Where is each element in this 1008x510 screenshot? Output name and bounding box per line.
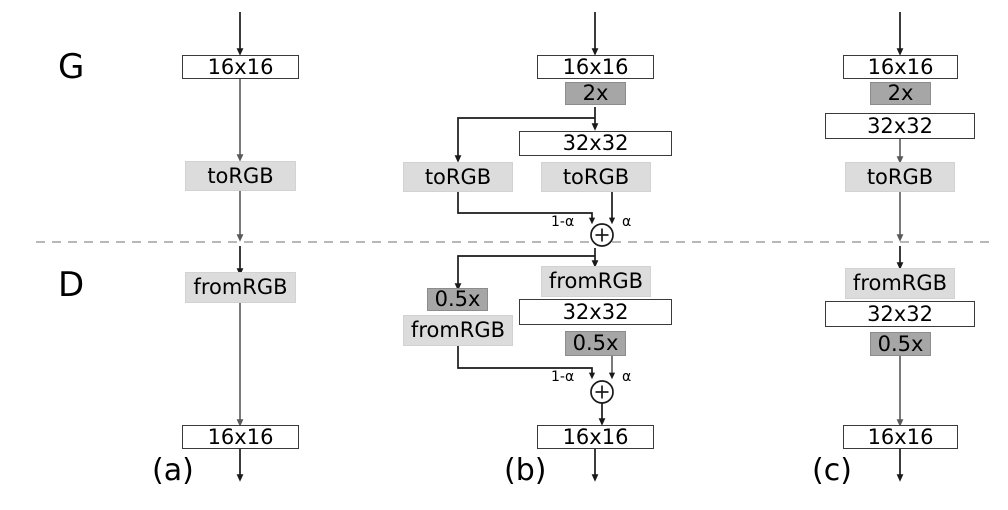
section-label-generator: G	[58, 47, 85, 87]
node-a-d-fromrgb[interactable]: fromRGB	[185, 272, 296, 303]
node-c-g-16x16[interactable]: 16x16	[843, 55, 958, 79]
node-a-d-16x16[interactable]: 16x16	[182, 425, 299, 449]
arrow-b-d-left-fromrgb-to-blend	[457, 346, 596, 380]
section-label-discriminator: D	[58, 265, 85, 305]
node-c-g-2x[interactable]: 2x	[870, 82, 931, 105]
panel-b-connectors	[454, 12, 616, 482]
node-a-g-torgb[interactable]: toRGB	[185, 161, 296, 191]
node-b-g-32x32[interactable]: 32x32	[519, 131, 672, 156]
caption-a: (a)	[152, 453, 194, 488]
arrow-b-branch-to-left-torgb	[454, 117, 595, 163]
caption-b: (b)	[504, 453, 547, 488]
node-c-d-fromrgb[interactable]: fromRGB	[845, 268, 955, 299]
node-b-d-05x-right[interactable]: 0.5x	[565, 331, 626, 356]
blend-weight-left-discriminator: 1-α	[551, 369, 575, 385]
node-c-d-32x32[interactable]: 32x32	[825, 301, 975, 327]
arrow-b-left-torgb-to-blend	[457, 192, 596, 225]
node-c-d-05x[interactable]: 0.5x	[870, 332, 931, 356]
caption-c: (c)	[812, 453, 852, 488]
node-c-g-torgb[interactable]: toRGB	[845, 162, 955, 192]
node-b-d-16x16[interactable]: 16x16	[537, 425, 654, 449]
node-c-d-16x16[interactable]: 16x16	[843, 425, 958, 449]
node-b-g-torgb-left[interactable]: toRGB	[403, 162, 513, 192]
blend-weight-right-generator: α	[622, 214, 632, 230]
node-b-d-05x-left[interactable]: 0.5x	[427, 288, 488, 311]
node-b-d-fromrgb-right[interactable]: fromRGB	[541, 266, 651, 297]
blend-weight-left-generator: 1-α	[551, 214, 575, 230]
node-a-g-16x16[interactable]: 16x16	[182, 55, 299, 79]
node-b-g-2x[interactable]: 2x	[565, 82, 626, 105]
node-c-g-32x32[interactable]: 32x32	[825, 113, 975, 139]
node-b-d-fromrgb-left[interactable]: fromRGB	[403, 315, 513, 346]
node-b-g-16x16[interactable]: 16x16	[537, 55, 654, 79]
blend-weight-right-discriminator: α	[622, 369, 632, 385]
node-b-g-torgb-right[interactable]: toRGB	[541, 162, 651, 192]
arrow-b-d-branch-to-left-05x	[454, 255, 595, 291]
node-b-d-32x32[interactable]: 32x32	[519, 299, 672, 325]
